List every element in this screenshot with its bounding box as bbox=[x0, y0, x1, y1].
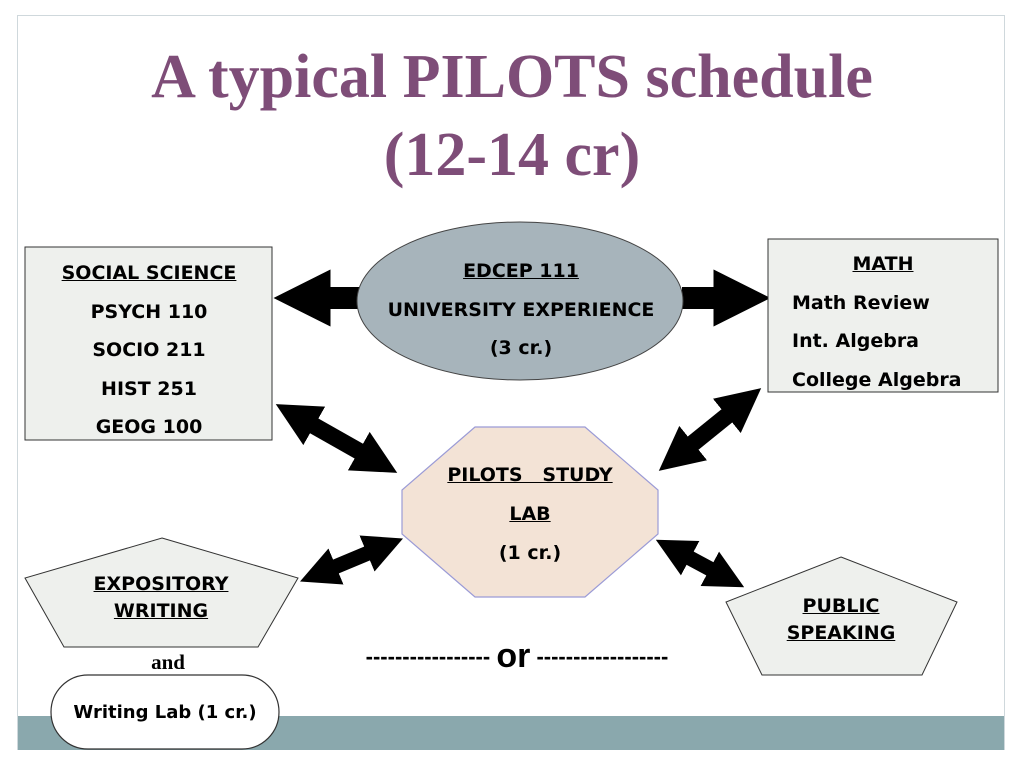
title-line-2: (12-14 cr) bbox=[383, 121, 641, 189]
arrow-social-science-lab bbox=[275, 404, 398, 473]
writing-lab-label: Writing Lab (1 cr.) bbox=[73, 702, 257, 723]
arrow-lab-public-speaking bbox=[655, 539, 745, 588]
or-connector: ----------------- or ------------------ bbox=[262, 636, 772, 677]
study-lab-text: PILOTS STUDY LAB (1 cr.) bbox=[402, 456, 658, 573]
course-geog: GEOG 100 bbox=[95, 416, 203, 438]
math-box bbox=[767, 238, 999, 393]
public-speaking-pentagon bbox=[725, 556, 958, 676]
edcep-credits: (3 cr.) bbox=[489, 337, 553, 359]
slide-title: A typical PILOTS schedule (12-14 cr) bbox=[0, 38, 1024, 194]
social-science-box bbox=[24, 246, 273, 441]
dashes-right: ------------------ bbox=[536, 644, 669, 669]
public-speaking-line-1: PUBLIC bbox=[802, 595, 880, 617]
social-science-text: SOCIAL SCIENCE PSYCH 110 SOCIO 211 HIST … bbox=[28, 254, 270, 447]
dashes-left: ----------------- bbox=[365, 644, 491, 669]
public-speaking-line-2: SPEAKING bbox=[786, 622, 896, 644]
course-psych: PSYCH 110 bbox=[90, 300, 208, 323]
course-hist: HIST 251 bbox=[101, 377, 197, 400]
writing-lab-rounded-box bbox=[50, 674, 280, 750]
edcep-text: EDCEP 111 UNIVERSITY EXPERIENCE (3 cr.) bbox=[362, 252, 680, 368]
edcep-heading: EDCEP 111 bbox=[463, 260, 579, 282]
math-heading: MATH bbox=[852, 253, 914, 275]
edcep-subtitle: UNIVERSITY EXPERIENCE bbox=[387, 298, 655, 321]
study-lab-heading-2: LAB bbox=[509, 503, 551, 525]
expository-writing-pentagon bbox=[24, 537, 299, 648]
course-college-algebra: College Algebra bbox=[792, 368, 962, 391]
study-lab-heading: PILOTS STUDY bbox=[447, 464, 613, 486]
expository-writing-text: EXPOSITORY WRITING bbox=[30, 571, 292, 625]
course-int-algebra: Int. Algebra bbox=[792, 330, 920, 352]
arrow-math-lab bbox=[658, 388, 762, 471]
course-math-review: Math Review bbox=[792, 291, 930, 314]
expository-line-2: WRITING bbox=[113, 600, 209, 622]
study-lab-octagon bbox=[401, 426, 659, 598]
social-science-heading: SOCIAL SCIENCE bbox=[61, 262, 237, 284]
arrow-expository-lab bbox=[300, 535, 403, 585]
expository-line-1: EXPOSITORY bbox=[93, 573, 229, 595]
public-speaking-text: PUBLIC SPEAKING bbox=[735, 593, 947, 647]
or-word: or bbox=[496, 637, 531, 675]
title-line-1: A typical PILOTS schedule bbox=[151, 43, 873, 111]
and-label: and bbox=[151, 650, 185, 674]
course-socio: SOCIO 211 bbox=[92, 339, 206, 361]
edcep-ellipse bbox=[356, 221, 684, 381]
math-text: MATH Math Review Int. Algebra College Al… bbox=[770, 245, 996, 399]
study-lab-credits: (1 cr.) bbox=[498, 542, 562, 564]
